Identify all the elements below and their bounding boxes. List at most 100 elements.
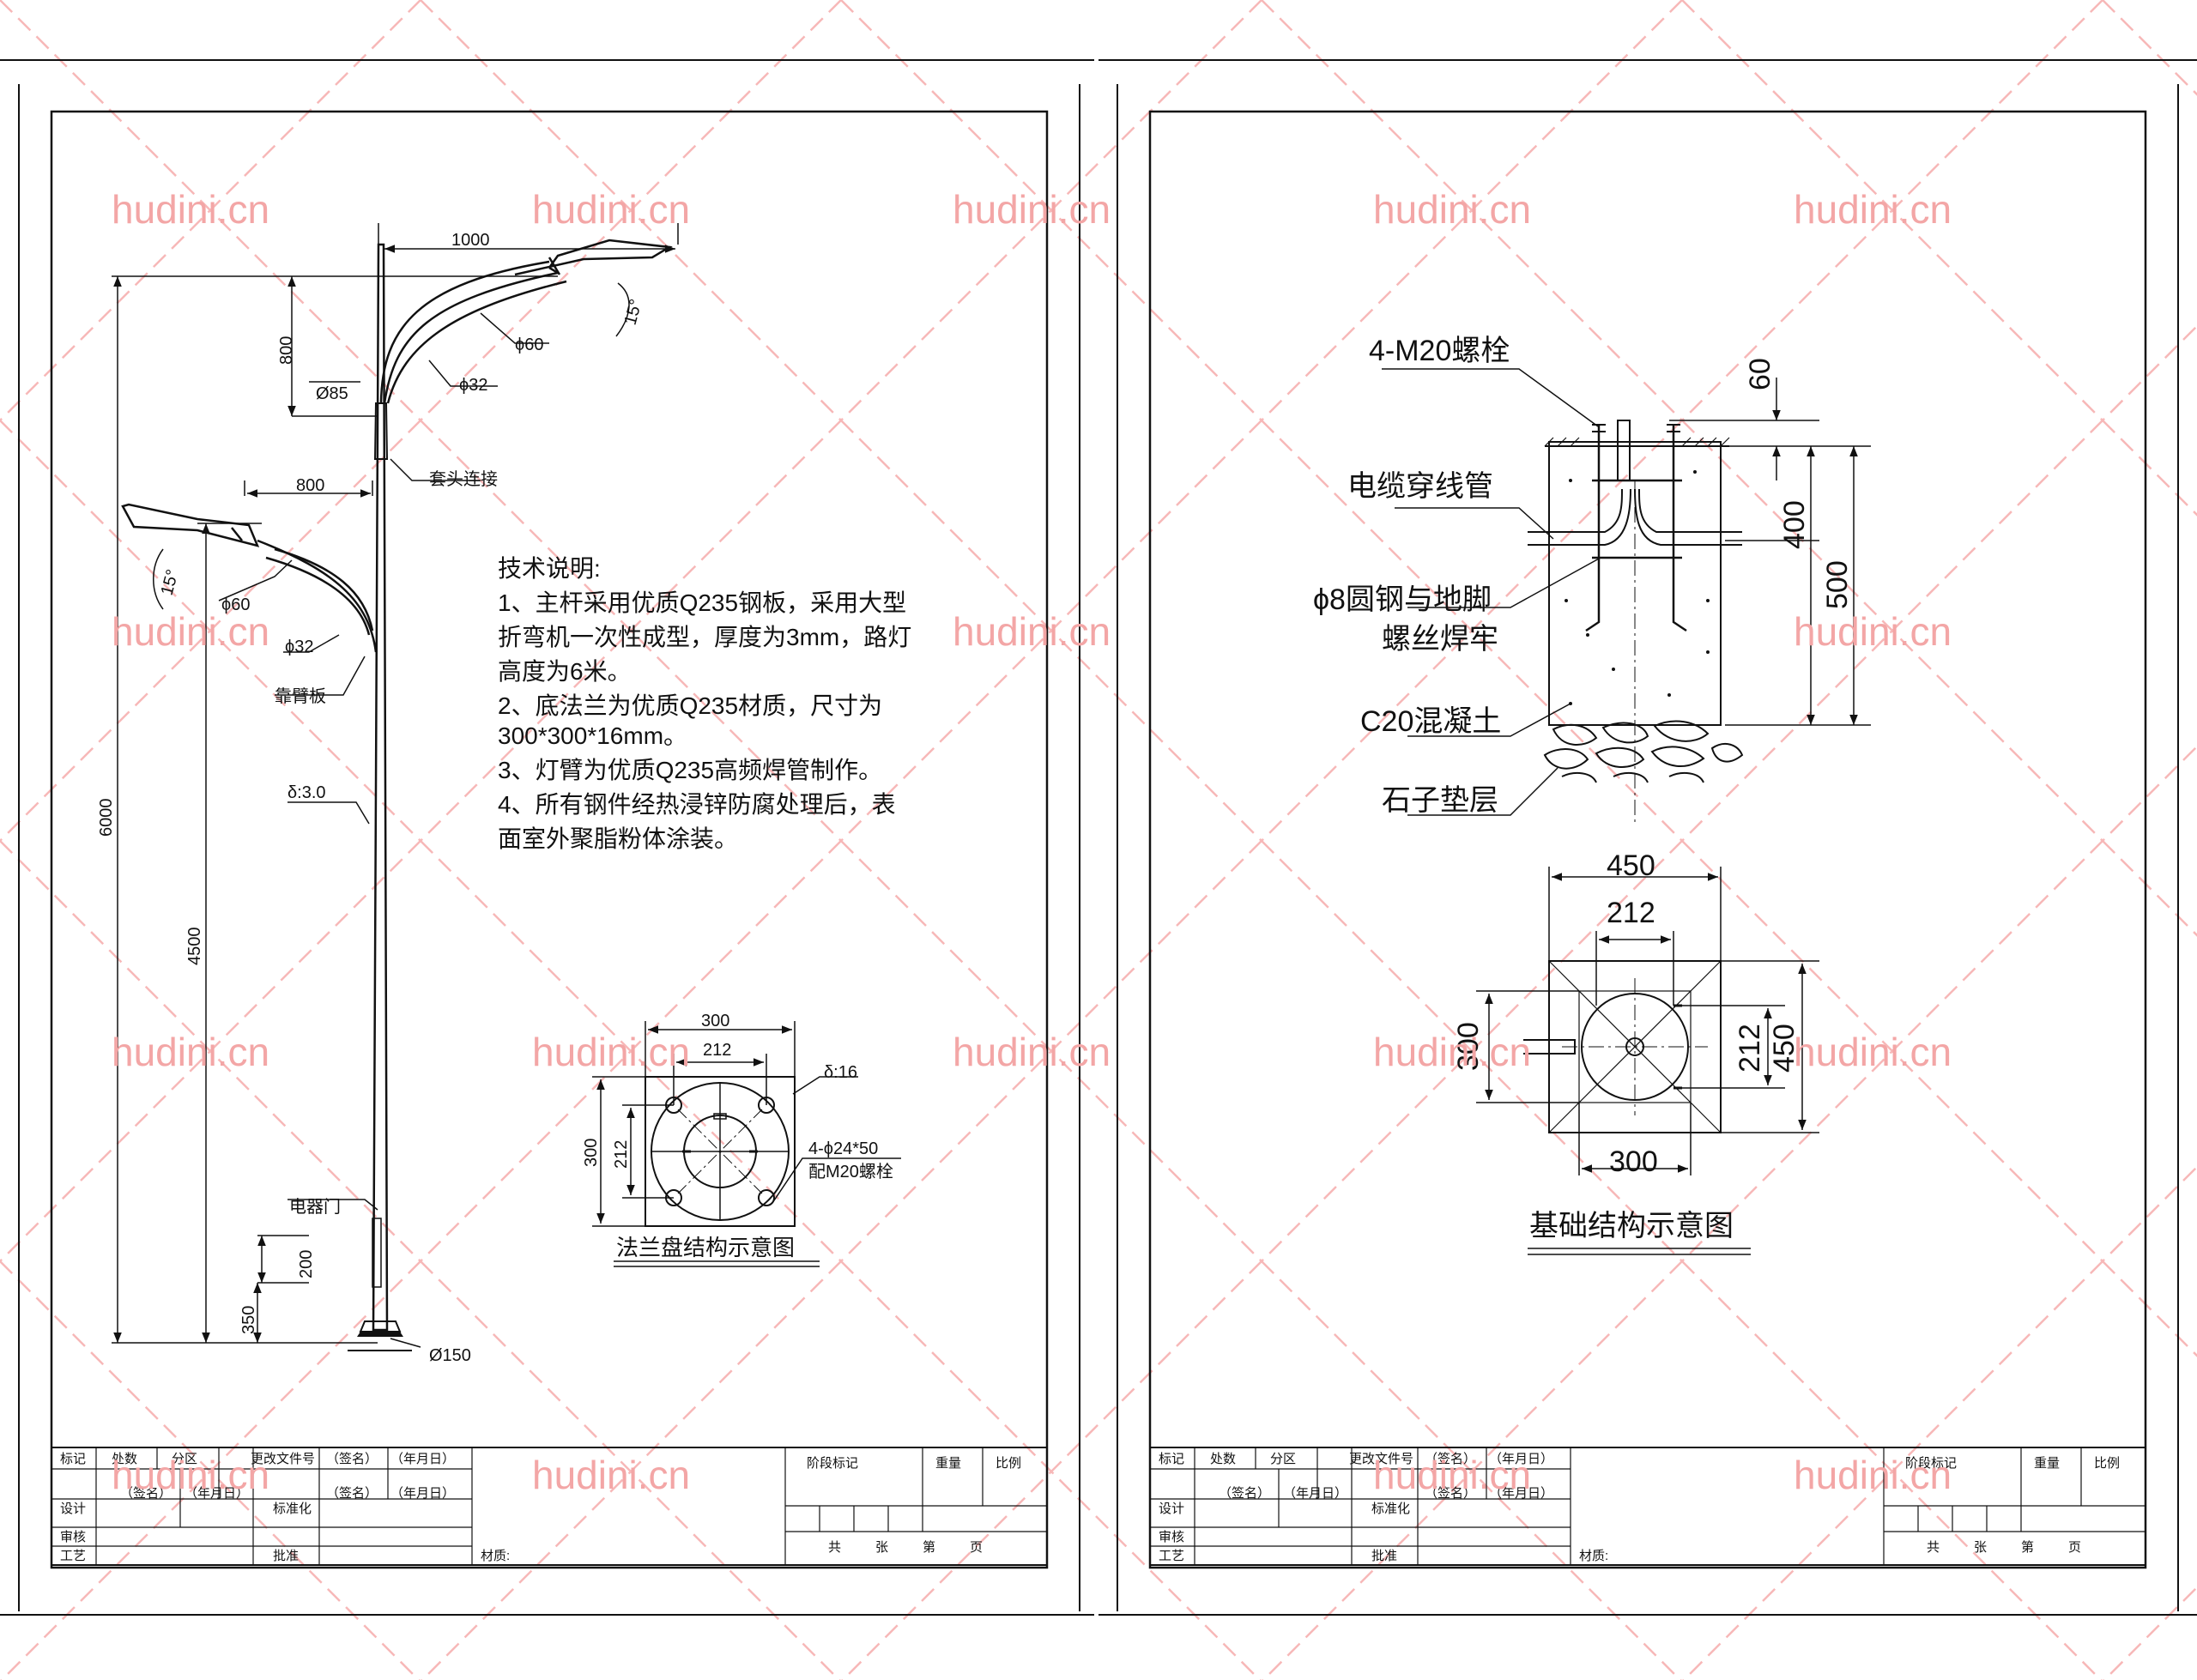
dim-door-height: 200 [297, 1250, 316, 1278]
tb-cell: 审核 [60, 1530, 86, 1544]
tb-cell: （年月日） [1489, 1452, 1553, 1466]
tb-cell: （年月日） [1489, 1486, 1553, 1501]
watermark-text: hudini.cn [112, 1030, 269, 1074]
tech-note-line: 3、灯臂为优质Q235高频焊管制作。 [498, 757, 882, 783]
label-electric-door: 电器门 [289, 1197, 341, 1217]
foundation-sheet: 4-M20螺栓 电缆穿线管 ϕ8圆钢与地脚 螺丝焊牢 C20混凝土 石子垫层 6… [1098, 59, 2197, 1616]
watermark-text: hudini.cn [953, 1030, 1111, 1074]
tb-cell: （年月日） [390, 1486, 455, 1501]
upper-arm [379, 239, 673, 404]
flange-bolts: 配M20螺栓 [808, 1162, 893, 1181]
label-cable-pipe: 电缆穿线管 [1347, 470, 1493, 503]
tb-sheets: 页 [2068, 1540, 2081, 1555]
flange-dim-212-left: 212 [612, 1140, 631, 1169]
tb-cell: 审核 [1159, 1530, 1184, 1544]
dim-arm-rise: 800 [277, 336, 296, 365]
tb-cell: 标记 [60, 1452, 86, 1466]
plan-dim-212-right: 212 [1734, 1024, 1766, 1073]
electric-door [372, 1218, 382, 1288]
watermark-text: hudini.cn [532, 1030, 690, 1074]
foundation-plan: 450 212 300 212 450 300 基础结构示意图 [1452, 849, 1819, 1255]
dim-dia-pole-top: Ø85 [316, 384, 348, 403]
tb-scale: 比例 [996, 1456, 1021, 1471]
tb-cell: （年月日） [185, 1486, 249, 1501]
flange-drawing [592, 1021, 901, 1267]
tech-note-line: 折弯机一次性成型，厚度为3mm，路灯 [498, 624, 911, 650]
tech-note-line: 4、所有钢件经热浸锌防腐处理后，表 [498, 791, 896, 818]
tb-cell: 批准 [1371, 1549, 1397, 1563]
tech-note-line: 高度为6米。 [498, 658, 632, 685]
tb-sheets: 张 [1974, 1540, 1987, 1555]
plan-dim-212-top: 212 [1607, 897, 1655, 929]
tb-cell: 工艺 [1159, 1549, 1184, 1563]
tech-note-line: 2、底法兰为优质Q235材质，尺寸为 [498, 692, 882, 719]
dim-door-base: 350 [239, 1306, 258, 1334]
flange-texts: 300 212 300 212 δ:16 4-ϕ24*50 配M20螺栓 法兰盘… [582, 1012, 893, 1260]
tb-cell: （签名） [120, 1486, 172, 1501]
tb-sheets: 共 [828, 1540, 841, 1555]
foundation-section: 4-M20螺栓 电缆穿线管 ϕ8圆钢与地脚 螺丝焊牢 C20混凝土 石子垫层 6… [1313, 335, 1871, 824]
label-gravel: 石子垫层 [1382, 784, 1498, 817]
title-block-right: 标记 处数 分区 更改文件号 （签名） （年月日） 设计 （签名） （年月日） … [1149, 1447, 2146, 1566]
flange-caption: 法兰盘结构示意图 [616, 1235, 795, 1260]
tb-sheets: 张 [875, 1540, 888, 1555]
sheet-border-left [50, 110, 1049, 1569]
light-pole [348, 243, 412, 1351]
tb-cell: 工艺 [60, 1549, 86, 1563]
watermark-text: hudini.cn [112, 187, 269, 232]
tb-stage-mark: 阶段标记 [1905, 1456, 1957, 1471]
tb-cell: 处数 [112, 1452, 137, 1466]
dim-total-height: 6000 [97, 799, 116, 837]
tb-cell: （签名） [1219, 1486, 1270, 1501]
watermark-text: hudini.cn [1794, 609, 1952, 654]
watermark-text: hudini.cn [532, 1453, 690, 1497]
flange-dim-212-top: 212 [703, 1041, 731, 1060]
tb-sheets: 第 [923, 1539, 935, 1555]
tech-notes-title: 技术说明: [498, 555, 601, 582]
plan-dim-300-left: 300 [1452, 1022, 1485, 1071]
tb-material: 材质: [481, 1549, 510, 1563]
flange-dim-300-left: 300 [582, 1139, 601, 1167]
dim-upper-arm: 1000 [451, 231, 490, 250]
tb-cell: （年月日） [1283, 1486, 1347, 1501]
watermark-text: hudini.cn [532, 187, 690, 232]
dim-lower-arm: 800 [296, 476, 324, 495]
tb-cell: （年月日） [390, 1452, 455, 1466]
tb-sheets: 第 [2021, 1539, 2034, 1555]
dim-dia-60-upper: ϕ60 [515, 335, 543, 354]
tb-weight: 重量 [935, 1456, 961, 1471]
dim-dia-base: Ø150 [429, 1346, 471, 1365]
flange-dim-300-top: 300 [701, 1012, 729, 1030]
tb-cell: （签名） [1425, 1486, 1476, 1501]
watermark-text: hudini.cn [1794, 1453, 1952, 1497]
watermark-text: hudini.cn [1373, 1030, 1531, 1074]
pole-dim-lines [112, 223, 679, 1348]
dim-dia-32-lower: ϕ32 [285, 638, 313, 656]
label-rebar-line2: 螺丝焊牢 [1382, 623, 1498, 656]
label-rebar-line1: ϕ8圆钢与地脚 [1313, 583, 1492, 616]
tb-cell: 更改文件号 [251, 1452, 315, 1466]
tech-note-line: 面室外聚脂粉体涂装。 [498, 825, 738, 852]
dim-60: 60 [1744, 358, 1776, 390]
flange-thickness: δ:16 [824, 1063, 857, 1082]
watermark-text: hudini.cn [953, 609, 1111, 654]
tb-cell: （签名） [1425, 1452, 1476, 1466]
dim-dia-60-lower: ϕ60 [221, 595, 250, 614]
tb-stage-mark: 阶段标记 [807, 1456, 858, 1471]
tb-sheets: 页 [970, 1540, 983, 1555]
label-arm-plate: 靠臂板 [275, 686, 326, 706]
tb-cell: 分区 [1270, 1452, 1296, 1466]
watermark-text: hudini.cn [1794, 187, 1952, 232]
tb-cell: 更改文件号 [1349, 1452, 1413, 1466]
tb-weight: 重量 [2034, 1456, 2060, 1471]
sheet-border-right [1148, 110, 2147, 1569]
foundation-caption: 基础结构示意图 [1529, 1210, 1734, 1242]
watermark-text: hudini.cn [112, 1453, 269, 1497]
tb-cell: 批准 [273, 1549, 299, 1563]
dim-lower-height: 4500 [185, 928, 204, 966]
label-bolts: 4-M20螺栓 [1369, 335, 1510, 367]
pole-sheet: 1000 800 15° ϕ60 ϕ32 Ø85 套头连接 800 15° ϕ6… [0, 59, 1094, 1616]
plan-dim-300-bottom: 300 [1609, 1145, 1658, 1178]
